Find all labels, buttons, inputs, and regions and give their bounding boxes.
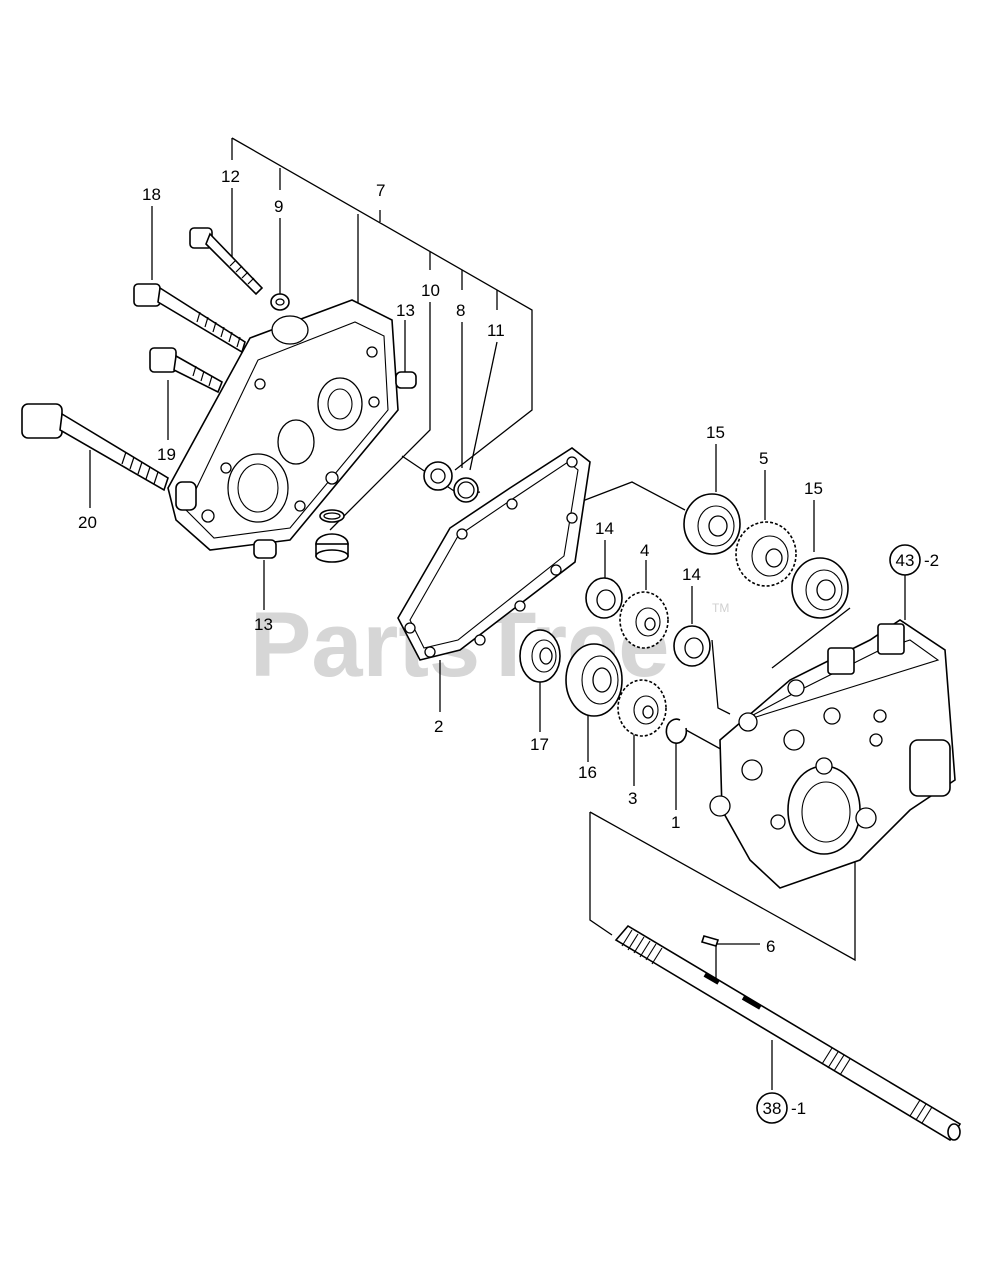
callout-20: 20 (78, 513, 97, 532)
ring-11 (453, 477, 479, 503)
callout-labels: 12 9 7 18 10 8 11 13 19 20 13 2 15 5 15 … (78, 167, 823, 956)
callout-2: 2 (434, 717, 443, 736)
bolt-18 (133, 283, 246, 354)
callout-3: 3 (628, 789, 637, 808)
plug (315, 533, 349, 563)
bearing-14-left (585, 577, 623, 619)
key-6 (700, 935, 720, 947)
callout-13-bottom: 13 (254, 615, 273, 634)
callout-18: 18 (142, 185, 161, 204)
callout-8: 8 (456, 301, 465, 320)
bearing-15-right (791, 557, 849, 619)
callout-16: 16 (578, 763, 597, 782)
pin-13-bottom (253, 539, 277, 559)
oring-10 (319, 509, 345, 523)
shaft-38-1 (614, 924, 962, 1142)
callout-19: 19 (157, 445, 176, 464)
cover-assembly-7 (167, 299, 399, 551)
callout-12: 12 (221, 167, 240, 186)
callout-11: 11 (487, 321, 505, 340)
bolt-20 (21, 403, 169, 492)
callout-9: 9 (274, 197, 283, 216)
callout-4: 4 (640, 541, 649, 560)
callout-14-left: 14 (595, 519, 614, 538)
bearing-15-left (683, 493, 741, 555)
bolt-19 (149, 347, 224, 394)
gasket-2 (397, 447, 591, 661)
callout-6: 6 (766, 937, 775, 956)
callout-13-top: 13 (396, 301, 415, 320)
gear-4 (619, 591, 669, 649)
ref-43-suffix: -2 (924, 551, 939, 570)
callout-1: 1 (671, 813, 680, 832)
pin-13-top (395, 371, 417, 389)
gear-3 (617, 679, 667, 737)
callout-15-left: 15 (706, 423, 725, 442)
clip-1 (665, 718, 688, 744)
bearing-14-right (673, 625, 711, 667)
callout-14-right: 14 (682, 565, 701, 584)
housing-43-2 (709, 619, 956, 889)
ref-38-1: 38 -1 (756, 1092, 806, 1124)
callout-15-right: 15 (804, 479, 823, 498)
gear-5 (735, 521, 797, 587)
bearing-17 (519, 629, 561, 683)
ref-43-2: 43 -2 (889, 544, 939, 576)
seal-8 (423, 461, 453, 491)
ref-38-circle-text: 38 (763, 1099, 782, 1118)
bolt-12 (189, 227, 264, 296)
watermark-tm: TM (712, 601, 729, 615)
callout-10: 10 (421, 281, 440, 300)
washer-9 (270, 293, 290, 311)
ref-43-circle-text: 43 (896, 551, 915, 570)
ref-38-suffix: -1 (791, 1099, 806, 1118)
bearing-16 (565, 643, 623, 717)
callout-7: 7 (376, 181, 385, 200)
callout-5: 5 (759, 449, 768, 468)
callout-17: 17 (530, 735, 549, 754)
